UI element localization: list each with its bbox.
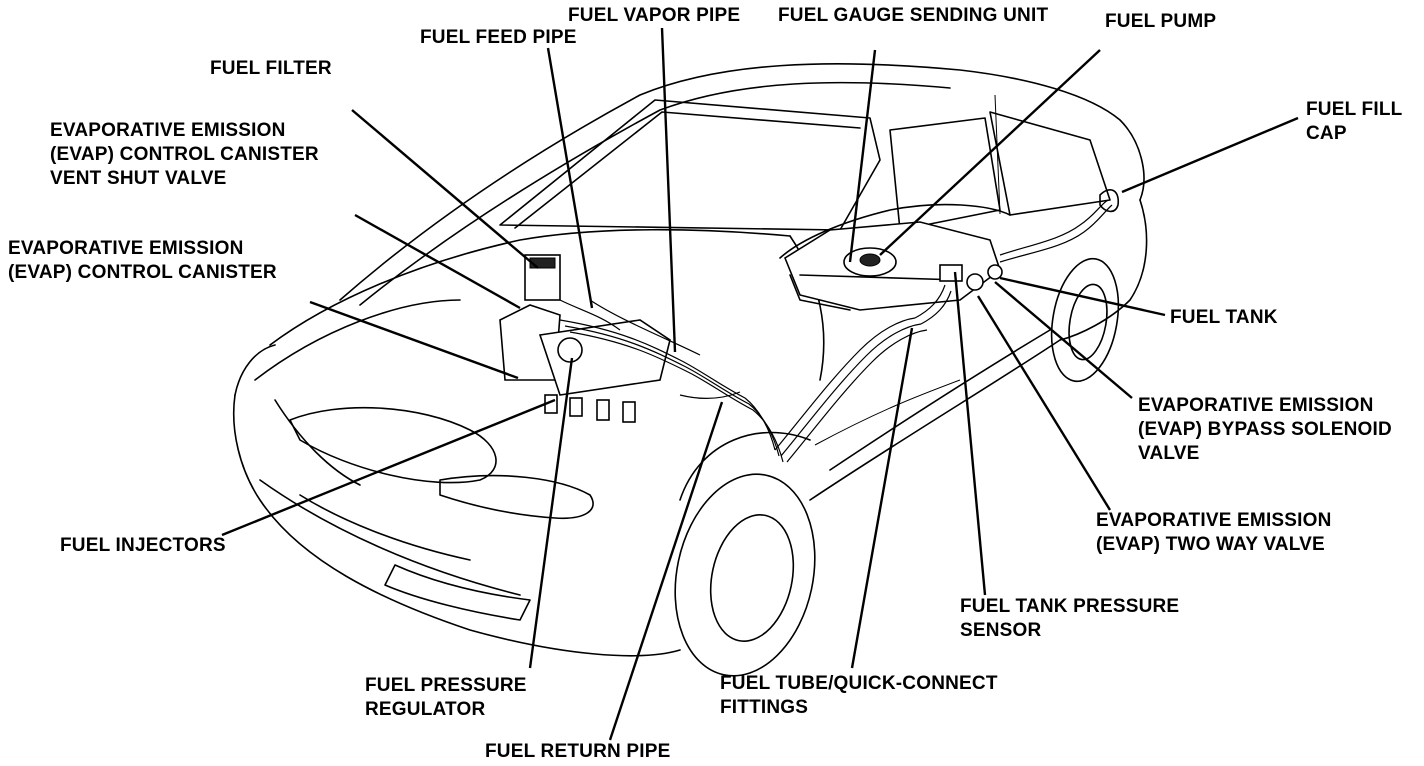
label-line: FUEL FILL: [1306, 99, 1403, 120]
label-line: (EVAP) CONTROL CANISTER: [50, 144, 319, 165]
label-fuel-return-pipe: FUEL RETURN PIPE: [485, 741, 671, 762]
leader-fuel-tank-pressure-sensor: [953, 271, 987, 596]
label-fuel-injectors: FUEL INJECTORS: [60, 535, 226, 556]
label-evap-two-way-valve: EVAPORATIVE EMISSION (EVAP) TWO WAY VALV…: [1096, 509, 1332, 557]
label-line: EVAPORATIVE EMISSION: [1138, 395, 1374, 416]
label-line: (EVAP) BYPASS SOLENOID: [1138, 419, 1392, 440]
label-line: EVAPORATIVE EMISSION: [8, 238, 244, 259]
label-line: VENT SHUT VALVE: [50, 168, 227, 189]
label-line: (EVAP) TWO WAY VALVE: [1096, 534, 1325, 555]
leader-fuel-fill-cap: [1121, 116, 1299, 194]
leader-fuel-pressure-regulator: [528, 357, 574, 669]
label-line: FUEL TUBE/QUICK-CONNECT: [720, 673, 998, 694]
leader-evap-bypass-solenoid: [994, 281, 1133, 399]
leader-evap-canister: [309, 300, 519, 380]
leader-fuel-filter: [351, 109, 539, 269]
leader-fuel-gauge-sending-unit: [848, 49, 877, 263]
label-fuel-tank-pressure-sensor: FUEL TANK PRESSURE SENSOR: [960, 595, 1179, 643]
label-fuel-filter: FUEL FILTER: [210, 58, 332, 79]
label-line: (EVAP) CONTROL CANISTER: [8, 262, 277, 283]
label-line: EVAPORATIVE EMISSION: [1096, 510, 1332, 531]
fuel-lines: [559, 284, 952, 463]
leader-fuel-injectors: [221, 398, 556, 537]
label-evap-vent-shut-valve: EVAPORATIVE EMISSION (EVAP) CONTROL CANI…: [50, 119, 319, 191]
label-line: CAP: [1306, 123, 1347, 144]
label-fuel-pressure-regulator: FUEL PRESSURE REGULATOR: [365, 674, 527, 722]
label-fuel-vapor-pipe: FUEL VAPOR PIPE: [568, 5, 741, 26]
label-fuel-tank: FUEL TANK: [1170, 307, 1278, 328]
car-body-outline: [232, 63, 1148, 677]
leader-evap-vent-shut-valve: [354, 213, 521, 310]
leader-fuel-pump: [879, 49, 1101, 256]
label-fuel-fill-cap: FUEL FILL CAP: [1306, 98, 1402, 146]
label-line: VALVE: [1138, 443, 1200, 464]
label-fuel-feed-pipe: FUEL FEED PIPE: [420, 27, 577, 48]
leader-lines: [221, 27, 1299, 741]
label-line: SENSOR: [960, 620, 1042, 641]
label-line: EVAPORATIVE EMISSION: [50, 120, 286, 141]
label-line: FUEL PRESSURE: [365, 675, 527, 696]
leader-fuel-feed-pipe: [546, 47, 594, 309]
engine-fuel-components: [499, 254, 671, 423]
leader-fuel-vapor-pipe: [660, 27, 677, 353]
label-fuel-tube-quick-connect: FUEL TUBE/QUICK-CONNECT FITTINGS: [720, 672, 998, 720]
label-line: REGULATOR: [365, 699, 486, 720]
leader-fuel-tube-quick-connect: [850, 327, 914, 669]
leader-fuel-tank: [999, 276, 1166, 317]
leader-evap-two-way-valve: [976, 295, 1112, 511]
leader-fuel-return-pipe: [608, 401, 724, 741]
label-evap-canister: EVAPORATIVE EMISSION (EVAP) CONTROL CANI…: [8, 237, 277, 285]
label-line: FITTINGS: [720, 697, 809, 718]
label-fuel-gauge-sending-unit: FUEL GAUGE SENDING UNIT: [778, 5, 1049, 26]
label-fuel-pump: FUEL PUMP: [1105, 11, 1217, 32]
label-line: FUEL TANK PRESSURE: [960, 596, 1180, 617]
fuel-tank-assembly: [784, 199, 1113, 311]
label-evap-bypass-solenoid-valve: EVAPORATIVE EMISSION (EVAP) BYPASS SOLEN…: [1138, 394, 1392, 466]
